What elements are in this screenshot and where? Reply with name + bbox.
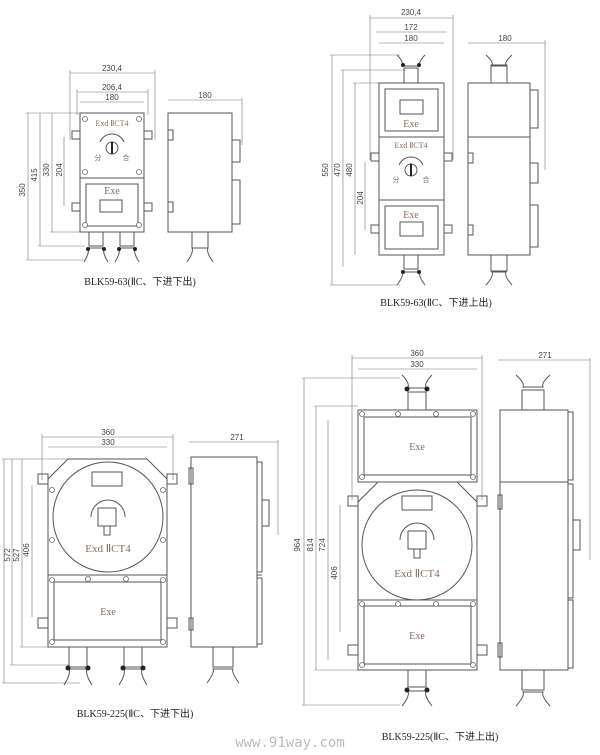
height-dimensions: 350 415 330 204 [18,112,85,261]
label-exd: Exd ⅡCT4 [85,543,131,555]
caption: BLK59-63(ⅡC、下进上出) [380,296,492,309]
dim-width-body: 330 [410,360,424,369]
dim-height-3: 330 [42,163,51,177]
caption: BLK59-225(ⅡC、下进上出) [382,730,499,743]
label-exd: Exd ⅡCT4 [394,141,427,150]
dim-height-2: 415 [30,168,39,182]
caption: BLK59-63(ⅡC、下进下出) [84,275,196,288]
label-exd: Exd ⅡCT4 [394,568,440,580]
dim-width-overall: 230,4 [102,64,123,73]
label-on: 合 [423,175,430,184]
label-on: 合 [123,153,130,162]
side-view: 271 [497,351,591,707]
drawing-blk59-225-bottom-top: 360 330 964 814 724 406 [293,349,591,743]
cable-gland [83,231,109,263]
dim-height-1: 964 [293,538,302,552]
cable-gland-bottom [401,669,433,707]
dim-depth: 271 [538,351,552,360]
label-exe-top: Exe [403,119,419,130]
cable-gland [118,646,148,686]
dim-height-1: 572 [3,548,12,562]
width-dimensions: 230,4 172 180 [369,8,454,160]
dim-height-4: 406 [330,566,339,580]
front-view: Exe Exe Exd ⅡCT4 分 合 [370,54,453,286]
dim-height-3: 406 [22,543,31,557]
dim-width-overall: 230,4 [401,8,422,17]
dim-height-2: 814 [306,538,315,552]
dim-width-body: 330 [101,438,115,447]
label-exe: Exe [100,607,116,618]
dim-width-mount: 206,4 [102,83,123,92]
dim-depth: 271 [230,433,244,442]
front-view: Exd ⅡCT4 Exe 分 合 [71,112,153,263]
dim-height-1: 550 [321,163,330,177]
label-exd: Exd ⅡCT4 [95,119,128,128]
dim-width-mount: 172 [404,23,418,32]
label-off: 分 [393,175,400,184]
cable-gland [114,231,140,263]
cable-gland [63,646,93,686]
dim-height-3: 480 [345,163,354,177]
label-exe: Exe [104,186,120,197]
width-dimensions: 360 330 [351,349,483,500]
dim-height-2: 527 [12,548,21,562]
front-view: Exd ⅡCT4 Exe [37,458,178,686]
dim-depth: 180 [198,91,212,100]
dim-depth: 180 [498,34,512,43]
height-dimensions: 964 814 724 406 [293,377,400,706]
label-exe-bottom: Exe [403,210,419,221]
drawing-blk59-63-bottom-top: 230,4 172 180 550 470 480 204 [321,8,546,309]
drawing-blk59-63-bottom-bottom: 230,4 206,4 180 350 415 330 204 [18,64,243,288]
cable-gland-bottom [396,254,426,286]
dim-height-4: 204 [55,163,64,177]
cable-gland-top [396,54,426,84]
caption: BLK59-225(ⅡC、下进下出) [77,707,194,720]
dim-width-overall: 360 [410,349,424,358]
dim-height-3: 724 [318,538,327,552]
dim-width-body: 180 [105,93,119,102]
dim-height-1: 350 [18,183,27,197]
dim-width-body: 180 [404,34,418,43]
dim-height-2: 470 [333,163,342,177]
cable-gland-top [401,374,433,411]
watermark: www.91way.com [235,735,345,751]
width-dimensions: 230,4 206,4 180 [69,64,156,140]
height-dimensions: 550 470 480 204 [321,54,405,286]
side-view: 271 [188,433,279,684]
width-dimensions: 360 330 [41,428,174,480]
side-view: 180 [467,34,546,286]
front-view: Exd ⅡCT4 Exe Exe [347,374,488,707]
label-exe-bottom: Exe [409,631,425,642]
side-view: 180 [167,91,243,263]
dim-height-4: 204 [356,191,365,205]
height-dimensions: 572 527 406 [2,458,80,684]
label-off: 分 [95,153,102,162]
drawing-blk59-225-bottom-bottom: 360 330 572 527 406 Exd [2,428,279,720]
label-exe-top: Exe [409,442,425,453]
dim-width-overall: 360 [101,428,115,437]
